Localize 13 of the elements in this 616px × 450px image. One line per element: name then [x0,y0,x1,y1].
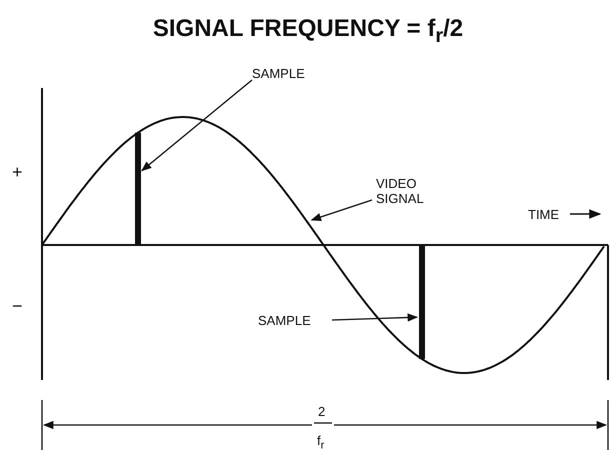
axis-label: TIME [528,207,560,222]
callout-text: VIDEO SIGNAL [376,176,446,206]
plus-sign: + [12,162,23,182]
title: SIGNAL FREQUENCY = f$_{r}$/2 [152,14,464,49]
sine-wave [41,116,605,374]
callout-text: SAMPLE [258,313,328,328]
leader-line [141,80,252,172]
callout-text: SAMPLE [252,66,322,81]
leader-line [332,313,418,322]
leader-line [310,199,372,221]
fraction-denominator: f$_{r}$ [317,433,324,450]
fraction-numerator: 2 [318,404,326,419]
minus-sign: − [12,296,23,316]
